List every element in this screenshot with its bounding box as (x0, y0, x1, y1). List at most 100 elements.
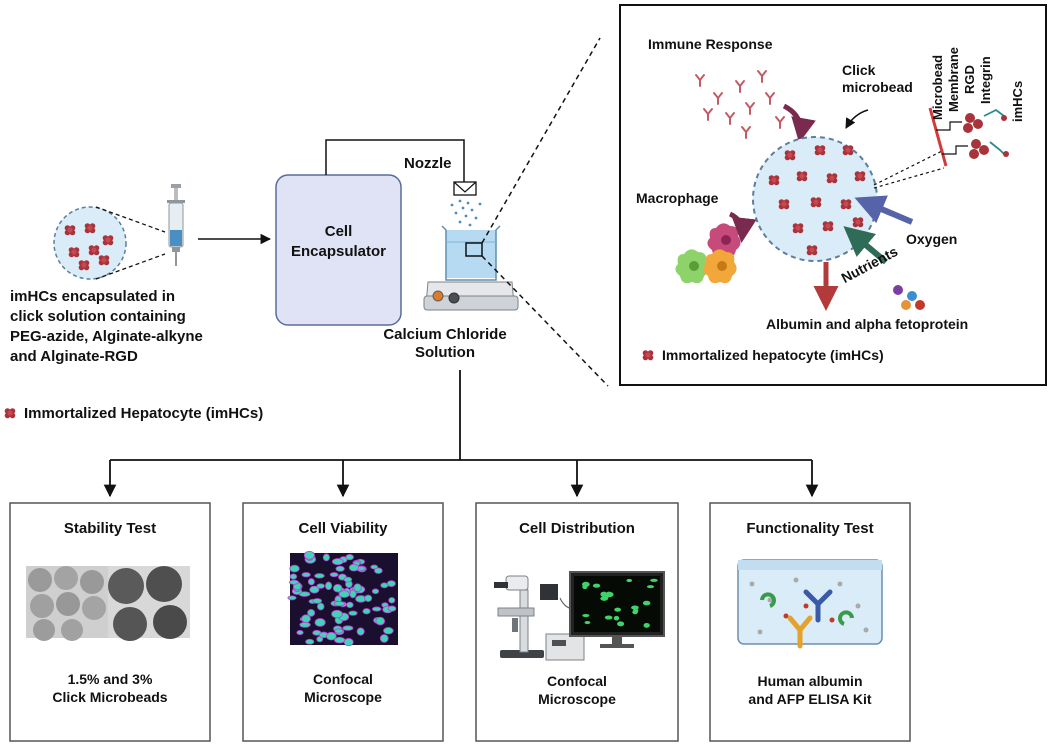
beaker-icon (441, 225, 501, 281)
encapsulator-tubing (325, 139, 465, 182)
distribution-cell-mark (643, 622, 650, 628)
rgd-integrin-icon (936, 108, 1009, 159)
distribution-cell-mark (642, 600, 651, 606)
viability-cell-mark (334, 628, 344, 634)
distribution-cell-mark (631, 605, 639, 610)
distribution-cell-mark (613, 615, 620, 621)
viability-cell-mark (331, 609, 343, 619)
viability-cell-mark (353, 583, 362, 592)
viability-cell-mark (334, 636, 346, 644)
stability-micrographs (26, 566, 190, 641)
distribution-cell-mark (650, 578, 658, 582)
viability-cell-mark (309, 585, 320, 594)
layer-label-rgd: RGD (962, 65, 977, 94)
cell-droplet (53, 206, 127, 280)
viability-cell-mark (374, 567, 383, 574)
cell-viability-title: Cell Viability (298, 520, 388, 537)
zoom-selection-box (465, 242, 483, 257)
macrophage-label: Macrophage (636, 190, 719, 206)
viability-cell-mark (307, 608, 316, 617)
left-caption-line: imHCs encapsulated in (10, 288, 176, 305)
functionality-test-caption: Human albumin and AFP ELISA Kit (710, 672, 910, 708)
layer-label-membrane: Membrane (946, 46, 961, 112)
viability-cell-mark (301, 614, 311, 624)
viability-cell-mark (343, 576, 353, 583)
monitor-icon (569, 571, 665, 648)
distribution-cell-mark (632, 610, 638, 615)
functionality-test-title: Functionality Test (746, 520, 874, 537)
viability-cell-mark (375, 616, 386, 626)
viability-cell-mark (379, 634, 389, 643)
left-legend-label: Immortalized Hepatocyte (imHCs) (24, 405, 264, 422)
viability-cell-mark (316, 583, 325, 589)
distribution-cell-mark (592, 583, 601, 588)
viability-cell-mark (388, 597, 396, 604)
droplet-zoom-lines (95, 206, 166, 280)
stability-caption-line: Click Microbeads (52, 689, 168, 705)
nozzle-icon (453, 181, 477, 196)
viability-cell-mark (383, 627, 394, 635)
cell-distribution-caption: Confocal Microscope (476, 672, 678, 708)
viability-cell-mark (329, 572, 339, 578)
elisa-well-icon (737, 559, 883, 649)
viability-cell-mark (287, 595, 297, 601)
stirrer-plate-icon (423, 281, 519, 311)
membrane-zoom-lines (873, 149, 945, 189)
oxygen-arrow (854, 195, 914, 225)
viability-cell-mark (314, 573, 325, 579)
immune-arrow (782, 103, 816, 143)
nutrient-particles (893, 285, 925, 310)
distribution-cell-mark (602, 594, 609, 599)
solution-label-line: Calcium Chloride (383, 326, 507, 343)
click-microbead-label: Click microbead (842, 62, 913, 96)
encapsulator-title-line: Cell (324, 223, 353, 240)
viability-cell-mark (371, 588, 380, 595)
oxygen-label: Oxygen (906, 231, 958, 247)
encapsulator-box (275, 174, 402, 326)
viability-cell-mark (305, 638, 315, 645)
distribution-cell-mark (626, 578, 633, 583)
viability-cell-mark (333, 601, 346, 607)
viability-cell-mark (303, 550, 315, 560)
droplet-spray (450, 199, 482, 227)
microbead-pointer-arrow (845, 109, 869, 129)
viability-cell-mark (317, 602, 325, 611)
cell-viability-caption: Confocal Microscope (243, 670, 443, 706)
viability-cell-mark (326, 631, 337, 641)
viability-cell-mark (386, 580, 396, 587)
output-label: Albumin and alpha fetoprotein (766, 316, 969, 332)
left-caption-line: and Alginate-RGD (10, 348, 138, 365)
encapsulator-title-line: Encapsulator (290, 243, 387, 260)
viability-cell-mark (289, 579, 299, 585)
distribution-cell-mark (617, 621, 625, 627)
viability-cell-mark (343, 638, 354, 647)
immune-response-label: Immune Response (648, 36, 773, 52)
viability-cell-mark (289, 564, 300, 573)
panel-legend-label: Immortalized hepatocyte (imHCs) (662, 347, 884, 363)
viability-cell-mark (324, 581, 333, 591)
viability-cell-mark (342, 625, 354, 631)
nozzle-label: Nozzle (404, 155, 452, 172)
left-caption: imHCs encapsulated in click solution con… (10, 287, 203, 367)
layer-label-integrin: Integrin (978, 56, 993, 104)
viability-confocal-image (287, 550, 398, 647)
macrophage-arrow (728, 211, 757, 243)
distribution-caption-line: Confocal (547, 673, 607, 689)
layer-label-microbead: Microbead (930, 54, 945, 120)
nutrient-arrow (843, 226, 888, 265)
distribution-cell-mark (604, 615, 613, 620)
viability-cell-mark (307, 578, 315, 586)
viability-cell-mark (314, 618, 326, 627)
solution-label-line: Solution (415, 344, 475, 361)
viability-cell-mark (335, 565, 345, 572)
viability-cell-mark (322, 553, 330, 562)
viability-cell-mark (348, 563, 360, 572)
viability-cell-mark (332, 583, 343, 593)
cell-distribution-title: Cell Distribution (519, 520, 635, 537)
stability-test-caption: 1.5% and 3% Click Microbeads (10, 670, 210, 706)
viability-cell-mark (348, 610, 358, 616)
syringe-icon (167, 184, 185, 266)
distribution-cell-mark (646, 585, 655, 589)
click-microbead-line: Click (842, 62, 876, 78)
